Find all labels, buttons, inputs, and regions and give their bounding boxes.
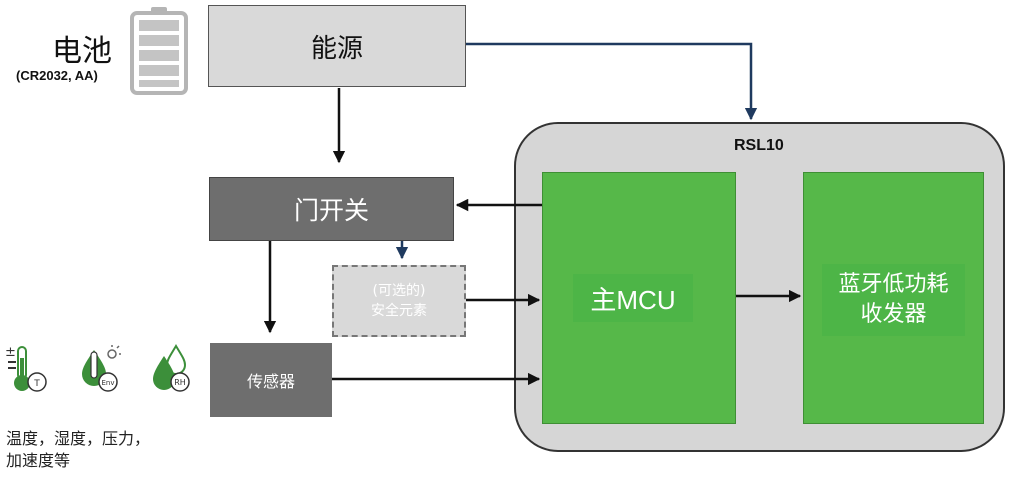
humidity-icon: RH	[153, 344, 190, 392]
battery-icon	[130, 7, 188, 95]
rsl10-title: RSL10	[734, 137, 784, 154]
sensor-label: 传感器	[246, 372, 295, 391]
sensor-caption: 温度，湿度，压力， 加速度等	[6, 428, 206, 472]
main-mcu-label: 主MCU	[573, 274, 693, 322]
sensor-caption-line1: 温度，湿度，压力，	[6, 429, 151, 448]
ble-transceiver-label-line1: 蓝牙低功耗	[838, 272, 949, 297]
svg-text:T: T	[33, 379, 40, 389]
door-switch-label: 门开关	[293, 196, 369, 225]
secure-element-optional-label: (可选的)	[372, 283, 426, 299]
power-block: 能源	[208, 5, 466, 87]
svg-text:RH: RH	[174, 378, 186, 387]
svg-text:±: ±	[5, 345, 16, 360]
door-switch-block: 门开关	[209, 177, 454, 241]
thermometer-icon: ± T	[5, 345, 47, 392]
power-to-rsl10-arrow	[466, 42, 758, 121]
sensor-block: 传感器	[210, 343, 332, 417]
ble-transceiver-label: 蓝牙低功耗 收发器	[822, 264, 965, 336]
power-label: 能源	[310, 33, 363, 64]
svg-text:Env: Env	[101, 379, 114, 387]
secure-element-block: (可选的) 安全元素	[332, 265, 466, 337]
ble-transceiver-label-line2: 收发器	[860, 302, 927, 327]
sensor-caption-line2: 加速度等	[6, 451, 71, 470]
environment-icon: Env	[82, 345, 121, 392]
secure-element-label: 安全元素	[371, 303, 427, 319]
battery-sublabel: (CR2032, AA)	[16, 68, 98, 83]
battery-label: 电池	[52, 34, 112, 69]
